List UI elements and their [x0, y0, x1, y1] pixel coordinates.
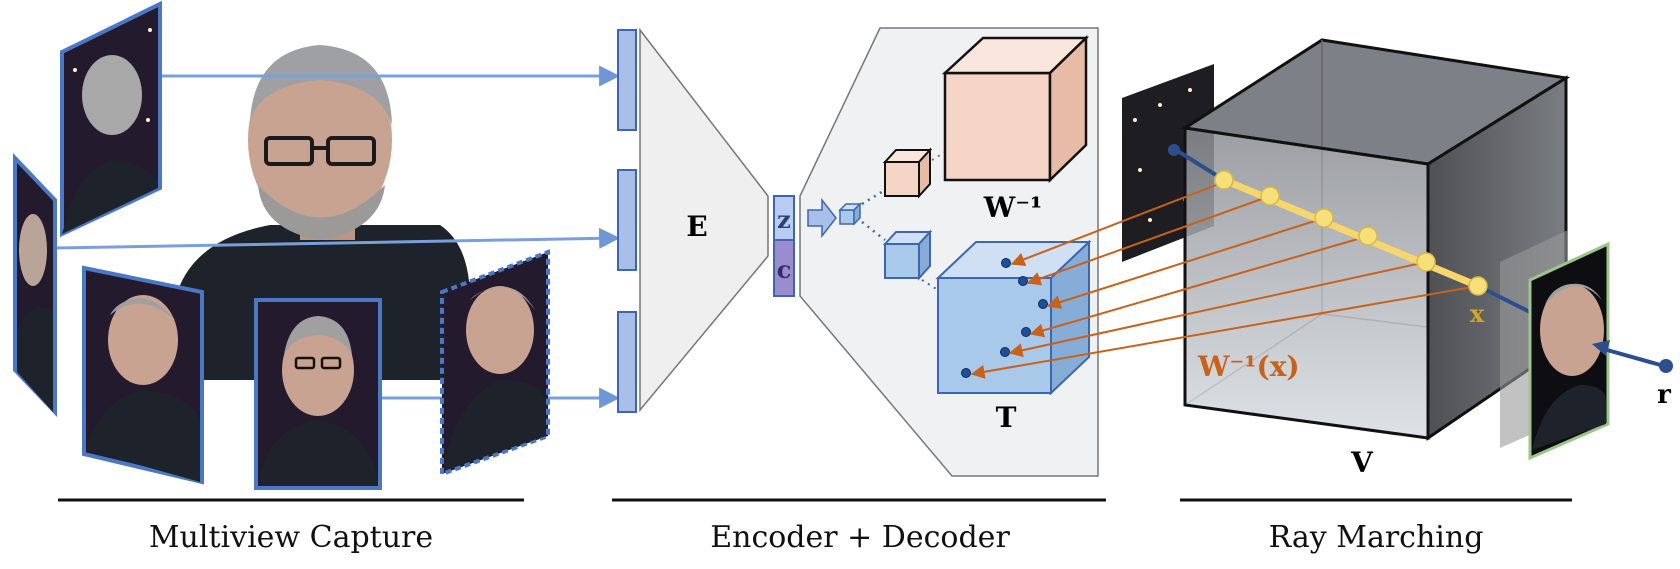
- warp-arrow: [1046, 217, 1325, 309]
- template-dotted-link: [921, 279, 939, 291]
- ray-sample: [1314, 208, 1334, 228]
- capture-caption: Multiview Capture: [149, 520, 433, 555]
- decoder-arrow-icon: [807, 197, 837, 239]
- branch-line-lower: [861, 221, 886, 241]
- ray-sample: [1358, 226, 1378, 246]
- sample-point: [1001, 258, 1011, 268]
- ray-arrowhead-icon: [1592, 340, 1610, 356]
- warp-mapping-arrows: [970, 181, 1479, 379]
- warp-small-cube: [882, 147, 933, 199]
- capture-line-middle: [54, 227, 621, 250]
- encoder-block: [639, 27, 769, 413]
- volume-label: V: [1350, 446, 1374, 479]
- sample-point: [961, 368, 971, 378]
- ray-sample: [1468, 276, 1488, 296]
- template-small-cube: [882, 229, 933, 281]
- template-sample-points: [961, 258, 1048, 378]
- decoder-small-cube: [838, 202, 862, 226]
- warp-arrow: [1010, 181, 1225, 266]
- template-label: T: [996, 401, 1017, 434]
- sample-point: [1038, 299, 1048, 309]
- point-x-label: x: [1470, 299, 1485, 328]
- warp-arrow: [1029, 235, 1369, 338]
- template-volume-cube: [935, 239, 1092, 396]
- camera-view-lower-left: [82, 265, 204, 485]
- ray-sample: [1260, 186, 1280, 206]
- camera-origin: [1659, 359, 1673, 373]
- sample-point: [1000, 347, 1010, 357]
- camera-view-top: [60, 0, 162, 238]
- warp-arrow: [970, 285, 1479, 379]
- camera-view-left: [13, 153, 57, 417]
- ray-back-end: [1168, 144, 1180, 156]
- ray-label: r: [1657, 380, 1671, 410]
- ray-caption: Ray Marching: [1269, 520, 1484, 555]
- latent-z-label: z: [777, 205, 791, 234]
- ray-marching-section: V W⁻¹(x) x: [970, 38, 1673, 555]
- warp-arrow: [1008, 261, 1427, 358]
- rendered-view-image: [1528, 241, 1610, 461]
- ray-sample: [1214, 170, 1234, 190]
- encoder-input-bar-top: [617, 29, 637, 131]
- latent-c-box: [773, 239, 795, 297]
- encdec-caption: Encoder + Decoder: [710, 520, 1010, 555]
- ray-sample: [1416, 252, 1436, 272]
- warp-inverse-x-label: W⁻¹(x): [1197, 350, 1300, 383]
- multiview-capture-section: Multiview Capture: [13, 0, 621, 555]
- latent-c-label: c: [777, 255, 792, 284]
- camera-view-front: [254, 298, 382, 490]
- ray-to-camera: [1599, 346, 1665, 368]
- encoder-decoder-section: E z c W⁻¹: [612, 27, 1106, 555]
- sample-point: [1021, 327, 1031, 337]
- warp-arrow: [1026, 195, 1271, 286]
- branch-line-upper: [861, 188, 886, 206]
- warp-field-cube: [941, 35, 1090, 183]
- encoder-label: E: [686, 210, 707, 243]
- camera-view-right-dashed: [440, 249, 550, 477]
- encoder-input-bar-bottom: [617, 311, 637, 413]
- sample-point: [1018, 276, 1028, 286]
- warp-field-label: W⁻¹: [983, 191, 1043, 224]
- ray-sample-points: [1214, 170, 1488, 296]
- encoder-input-bar-middle: [617, 169, 637, 271]
